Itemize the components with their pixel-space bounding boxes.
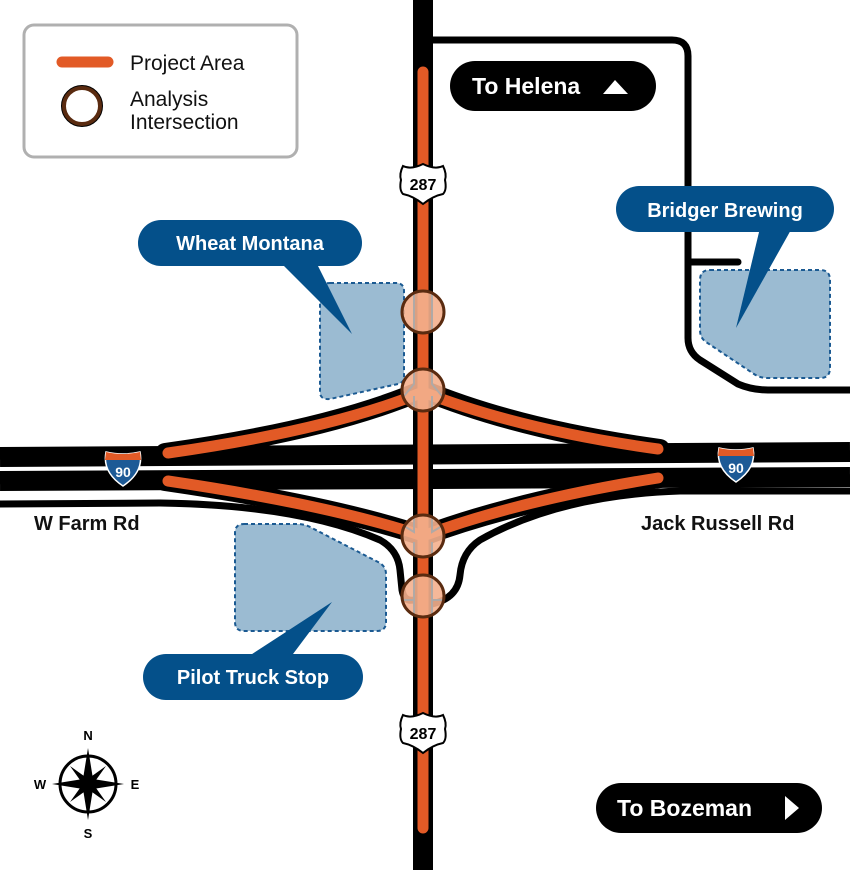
- analysis-intersection-3[interactable]: [400, 513, 446, 559]
- i90-shield-label: 90: [115, 464, 131, 480]
- parcel-bridger-brewing[interactable]: [699, 269, 831, 379]
- parcel-pilot-truck-stop[interactable]: [234, 523, 387, 632]
- i90-shield-east: 90: [717, 447, 755, 483]
- callout-wheat-montana[interactable]: Wheat Montana: [138, 220, 362, 334]
- triangle-up-icon: [603, 80, 628, 94]
- project-area-ramp-ne: [417, 386, 664, 455]
- legend-analysis-label-line1: Analysis: [130, 88, 208, 111]
- jack-russell-rd-label: Jack Russell Rd: [641, 513, 794, 535]
- triangle-right-icon: [785, 796, 799, 820]
- north-frontage-road: [426, 36, 850, 394]
- jack-russell-rd-road: [428, 487, 850, 608]
- compass-w: W: [34, 777, 47, 792]
- callout-pilot-truck-stop[interactable]: Pilot Truck Stop: [143, 602, 363, 700]
- callout-label: Wheat Montana: [176, 233, 325, 255]
- us-287-shield-label: 287: [410, 726, 437, 743]
- us-287-shield-south: 287: [399, 711, 447, 755]
- legend-project-area-label: Project Area: [130, 52, 245, 75]
- to-bozeman-label: To Bozeman: [617, 795, 752, 821]
- callout-bridger-brewing[interactable]: Bridger Brewing: [616, 186, 834, 328]
- analysis-intersection-2[interactable]: [400, 367, 446, 413]
- legend-analysis-label-line2: Intersection: [130, 111, 239, 134]
- to-helena-button[interactable]: To Helena: [450, 61, 656, 111]
- w-farm-rd-label: W Farm Rd: [34, 513, 140, 535]
- analysis-intersection-4[interactable]: [400, 573, 446, 619]
- callout-label: Bridger Brewing: [647, 200, 803, 222]
- i90-shield-label: 90: [728, 460, 744, 476]
- us-287-shield-north: 287: [399, 162, 447, 206]
- project-area-ramp-se: [417, 472, 664, 542]
- to-bozeman-button[interactable]: To Bozeman: [596, 783, 822, 833]
- analysis-intersections: [400, 289, 446, 619]
- compass-e: E: [131, 777, 140, 792]
- callout-label: Pilot Truck Stop: [177, 667, 329, 689]
- project-area-ramp-nw: [162, 386, 429, 459]
- to-helena-label: To Helena: [472, 73, 580, 99]
- project-area-ramp-sw: [162, 475, 429, 542]
- compass-rose: N S E W: [34, 728, 140, 841]
- compass-n: N: [83, 728, 92, 743]
- us-287-shield-label: 287: [410, 177, 437, 194]
- analysis-intersection-1[interactable]: [400, 289, 446, 335]
- i90-shield-west: 90: [104, 451, 142, 487]
- legend: Project Area Analysis Intersection: [22, 23, 299, 159]
- compass-s: S: [84, 826, 93, 841]
